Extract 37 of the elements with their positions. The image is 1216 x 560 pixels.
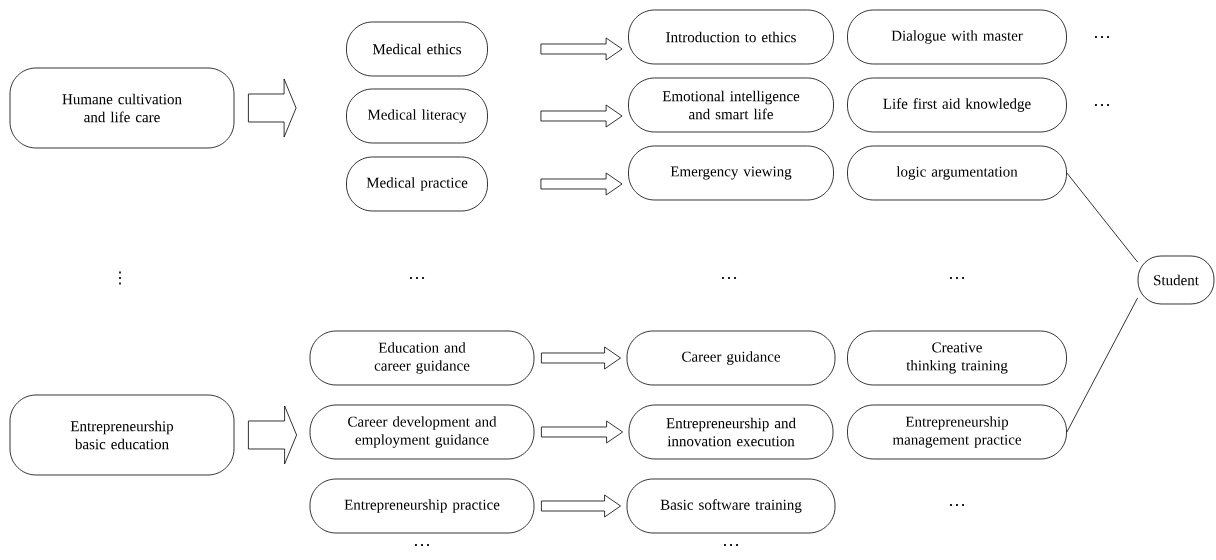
connector-line — [1066, 172, 1138, 263]
rounded-box: Creative thinking training — [847, 330, 1067, 386]
ellipsis: … — [721, 276, 737, 280]
rounded-box: Emergency viewing — [628, 145, 834, 201]
ellipsis: … — [1094, 103, 1110, 107]
block-arrow — [540, 37, 623, 61]
rounded-box: Entrepreneurship practice — [309, 478, 535, 534]
ellipsis: … — [949, 276, 965, 280]
connector-line — [1066, 297, 1138, 433]
rounded-box: Basic software training — [626, 478, 836, 534]
rounded-box: Career guidance — [626, 330, 836, 386]
block-arrow — [540, 104, 623, 128]
rounded-box: Life first aid knowledge — [847, 77, 1067, 133]
rounded-box: Emotional intelligence and smart life — [628, 77, 834, 133]
block-arrow — [541, 420, 623, 444]
ellipsis: … — [409, 276, 425, 280]
ellipsis: … — [949, 503, 965, 507]
rounded-box: Medical literacy — [346, 88, 488, 144]
ellipsis: … — [1094, 35, 1110, 39]
block-arrow — [248, 405, 297, 465]
rounded-box: logic argumentation — [847, 145, 1067, 201]
ellipsis: ⋮ — [119, 271, 121, 285]
block-arrow — [541, 494, 621, 518]
rounded-box: Entrepreneurship management practice — [847, 404, 1067, 460]
block-arrow — [540, 172, 623, 196]
rounded-box: Career development and employment guidance — [309, 404, 535, 460]
block-arrow — [541, 346, 621, 370]
rounded-box: Introduction to ethics — [628, 9, 834, 65]
rounded-box: Medical practice — [346, 156, 488, 212]
rounded-box: Entrepreneurship basic education — [9, 394, 235, 476]
block-arrow — [248, 78, 297, 138]
rounded-box: Humane cultivation and life care — [9, 67, 235, 149]
rounded-box: Dialogue with master — [847, 9, 1067, 65]
rounded-box: Entrepreneurship and innovation execution — [628, 404, 834, 460]
rounded-box: Medical ethics — [346, 21, 488, 77]
rounded-box: Education and career guidance — [309, 330, 535, 386]
rounded-box: Student — [1137, 255, 1215, 305]
